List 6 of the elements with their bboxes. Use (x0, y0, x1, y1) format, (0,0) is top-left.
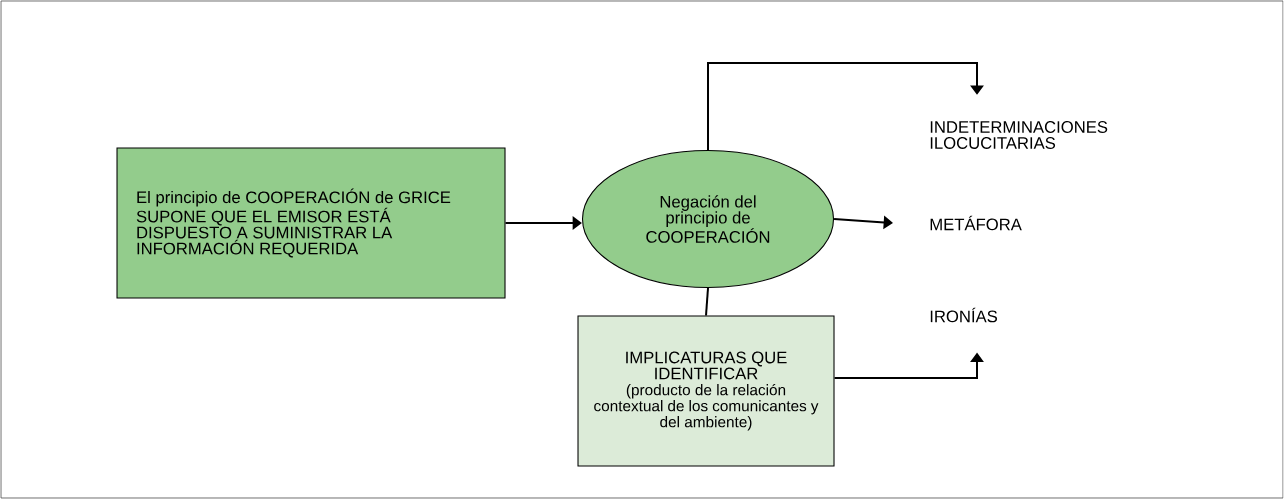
outcome-label: IRONÍAS (930, 307, 998, 323)
arrow (707, 62, 984, 151)
process-box: IMPLICATURAS QUE IDENTIFICAR (producto de la relación contextual de los comunicantes y del ambiente) (577, 315, 835, 467)
outcome-label: METÁFORA (930, 215, 1022, 231)
process-box: El principio de COOPERACIÓN de GRICE SUPONE QUE EL EMISOR ESTÁ DISPUESTO A SUMINISTRAR LA INFORMACIÓN REQUERIDA (116, 147, 506, 299)
outcome-label: INDETERMINACIONES ILOCUCITARIAS (930, 121, 1108, 149)
